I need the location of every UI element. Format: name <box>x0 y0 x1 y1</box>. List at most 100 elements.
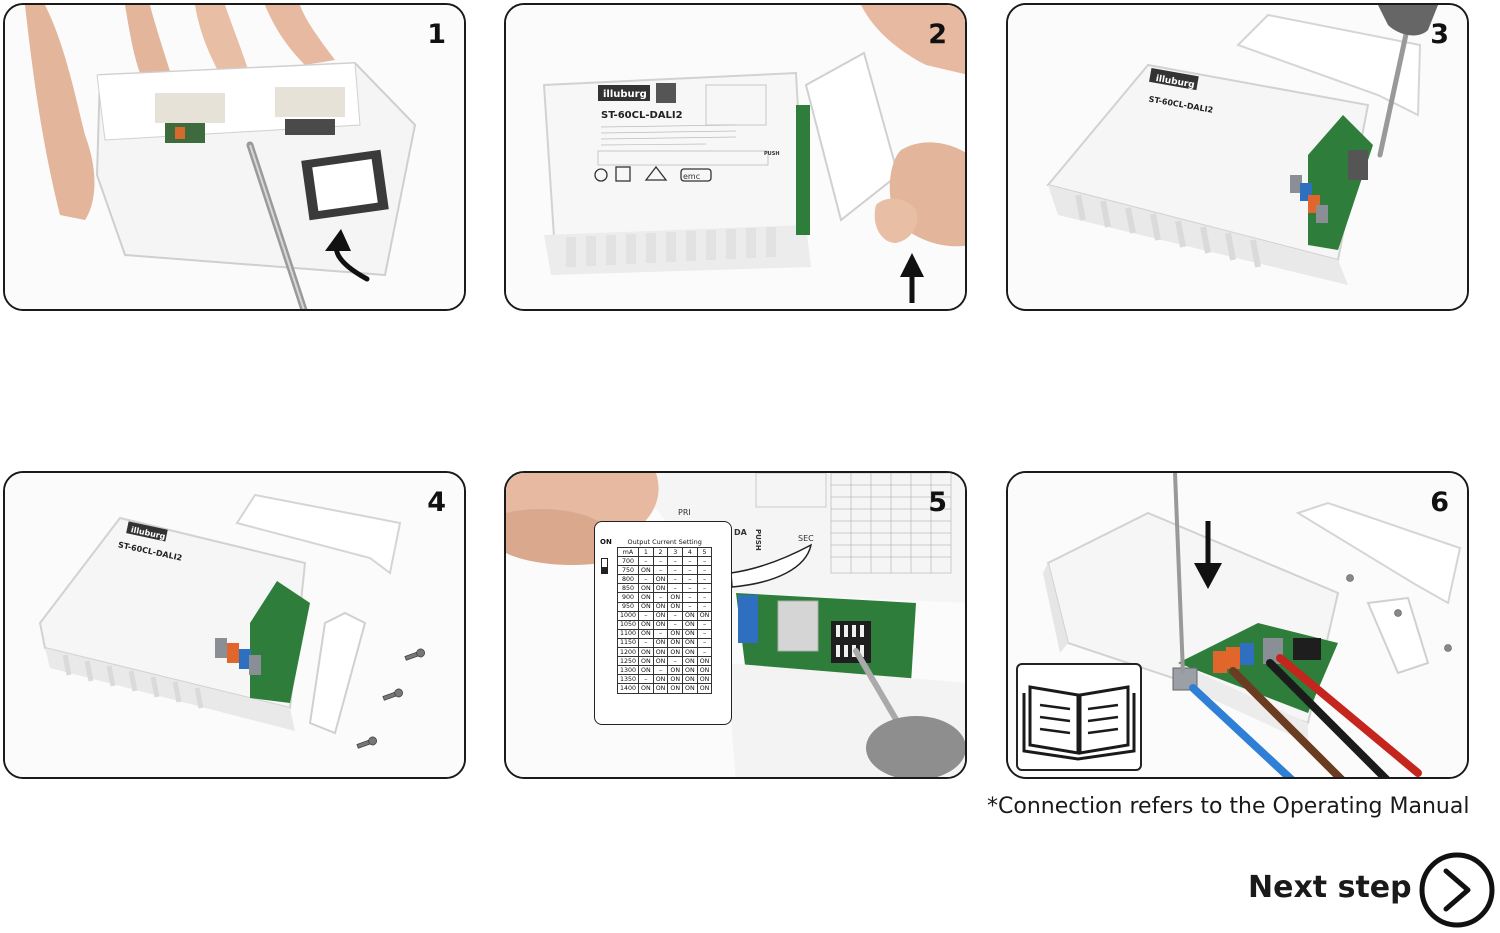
table-cell: ON <box>652 683 669 694</box>
step-5-illustration: PRI DA PUSH SEC <box>506 473 965 777</box>
table-cell: – <box>652 556 669 567</box>
next-step-label[interactable]: Next step <box>1248 870 1412 905</box>
table-cell: ON <box>638 665 654 676</box>
table-cell: ON <box>696 674 713 685</box>
table-cell: – <box>682 592 698 603</box>
table-cell: ON <box>652 610 669 621</box>
table-cell: – <box>652 665 669 676</box>
column-header: 2 <box>652 546 669 558</box>
table-cell: – <box>638 637 654 649</box>
table-cell: ON <box>638 628 654 639</box>
table-cell: ON <box>652 674 669 685</box>
table-cell: ON <box>682 619 698 630</box>
output-current-table: Output Current Setting mA 1 2 3 4 5 700–… <box>616 538 713 694</box>
step-4-panel: illuburg ST-60CL-DALI2 4 <box>3 471 466 779</box>
table-cell: ON <box>667 647 684 658</box>
table-row: 700––––– <box>616 556 713 567</box>
table-cell: ON <box>682 674 698 685</box>
step-number: 4 <box>427 487 446 518</box>
table-cell: 1050 <box>616 619 640 630</box>
table-cell: ON <box>667 674 684 685</box>
table-cell: – <box>638 610 654 621</box>
table-cell: ON <box>667 683 684 694</box>
table-cell: – <box>682 556 698 567</box>
table-cell: ON <box>652 656 669 667</box>
table-cell: – <box>638 574 654 585</box>
table-cell: 1350 <box>616 674 640 685</box>
step-number: 6 <box>1430 487 1449 518</box>
table-cell: – <box>652 565 669 576</box>
table-cell: ON <box>652 647 669 658</box>
step-number: 1 <box>427 19 446 50</box>
push-label: PUSH <box>764 151 780 157</box>
arrow-up-icon <box>900 253 924 303</box>
table-cell: 850 <box>616 583 640 594</box>
pri-label: PRI <box>678 508 691 517</box>
table-cell: ON <box>696 656 713 667</box>
table-cell: ON <box>638 647 654 658</box>
table-cell: 800 <box>616 574 640 585</box>
table-cell: – <box>667 574 684 585</box>
dip-switch-icon <box>601 558 608 574</box>
column-header: mA <box>616 546 640 558</box>
emc-label: emc <box>683 172 700 181</box>
table-cell: – <box>696 628 713 639</box>
table-cell: ON <box>682 628 698 639</box>
step-6-panel: 6 <box>1006 471 1469 779</box>
table-cell: ON <box>638 565 654 576</box>
table-cell: 1150 <box>616 637 640 649</box>
sec-label: SEC <box>798 534 814 543</box>
table-cell: – <box>682 574 698 585</box>
table-cell: – <box>667 556 684 567</box>
table-cell: – <box>696 583 713 594</box>
table-cell: ON <box>696 665 713 676</box>
next-step-button[interactable] <box>1418 851 1496 929</box>
table-cell: ON <box>667 637 684 649</box>
step-5-panel: PRI DA PUSH SEC ON Output Current Settin… <box>504 471 967 779</box>
step-3-illustration: illuburg ST-60CL-DALI2 <box>1008 5 1467 309</box>
table-row: 800–ON––– <box>616 574 713 585</box>
model-label: ST-60CL-DALI2 <box>601 110 683 121</box>
curved-arrow-icon <box>325 229 370 282</box>
table-cell: ON <box>696 683 713 694</box>
step-4-illustration: illuburg ST-60CL-DALI2 <box>5 473 464 777</box>
table-cell: ON <box>638 583 654 594</box>
table-cell: – <box>682 601 698 612</box>
table-cell: – <box>696 592 713 603</box>
table-cell: ON <box>682 656 698 667</box>
table-cell: 1100 <box>616 628 640 639</box>
step-2-panel: illuburg ST-60CL-DALI2 emc PUSH 2 <box>504 3 967 311</box>
table-cell: 750 <box>616 565 640 576</box>
table-cell: 950 <box>616 601 640 612</box>
column-header: 1 <box>638 546 654 558</box>
da-label: DA <box>734 528 748 537</box>
table-cell: ON <box>638 592 654 603</box>
table-cell: ON <box>638 683 654 694</box>
table-cell: – <box>696 565 713 576</box>
table-cell: ON <box>682 683 698 694</box>
push-label: PUSH <box>754 529 762 551</box>
table-cell: – <box>696 574 713 585</box>
table-cell: ON <box>652 574 669 585</box>
table-cell: ON <box>682 610 698 621</box>
table-cell: ON <box>696 610 713 621</box>
table-cell: ON <box>652 601 669 612</box>
table-cell: – <box>696 647 713 658</box>
step-1-illustration <box>5 5 464 309</box>
table-cell: – <box>638 674 654 685</box>
step-1-panel: 1 <box>3 3 466 311</box>
table-cell: ON <box>652 583 669 594</box>
table-cell: – <box>667 583 684 594</box>
output-current-table-card: ON Output Current Setting mA 1 2 3 4 5 7… <box>594 521 732 725</box>
table-cell: 1250 <box>616 656 640 667</box>
table-cell: 700 <box>616 556 640 567</box>
table-cell: – <box>682 583 698 594</box>
table-cell: – <box>667 565 684 576</box>
